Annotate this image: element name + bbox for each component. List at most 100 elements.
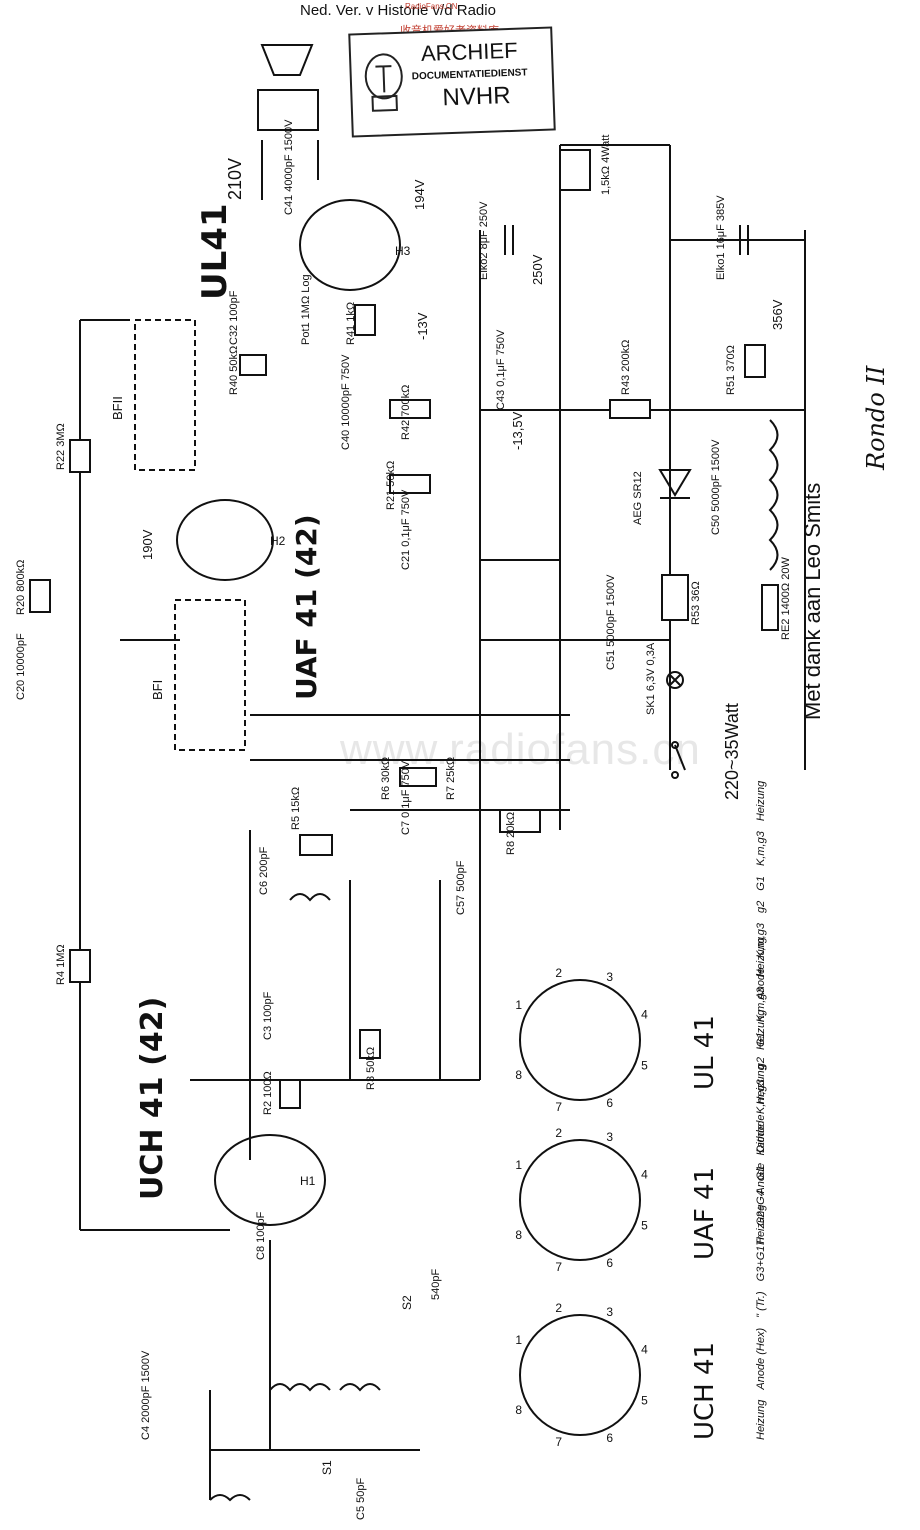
pin-number: 7: [555, 1100, 562, 1114]
resistor-r12: [559, 149, 591, 191]
label-c43: C43 0,1μF 750V: [495, 329, 507, 410]
label-sr: AEG SR12: [632, 471, 644, 525]
label-c40: C40 10000pF 750V: [340, 354, 352, 450]
tube-uch41: [214, 1134, 326, 1226]
resistor-r8: [499, 809, 541, 833]
pin-label: Heizung: [755, 1399, 767, 1440]
label-c6: C6 200pF: [258, 846, 270, 895]
pin-number: 1: [515, 1158, 522, 1172]
label-r51: R51 370Ω: [725, 345, 737, 395]
voltage-190: 190V: [140, 529, 155, 560]
voltage-m13: -13V: [415, 312, 430, 340]
label-r8: R8 20kΩ: [505, 811, 517, 855]
pin-label: G2+G4: [755, 1190, 767, 1227]
archive-stamp: ARCHIEF DOCUMENTATIEDIENST NVHR: [348, 26, 556, 138]
resistor-r40: [239, 354, 267, 376]
pin-number: 2: [555, 1301, 562, 1315]
output-transformer: [257, 89, 319, 131]
label-c4: C4 2000pF 1500V: [140, 1350, 152, 1440]
speaker-cone: [260, 44, 314, 76]
pin-number: 7: [555, 1435, 562, 1449]
label-s2: S2: [400, 1295, 414, 1310]
pin-number: 8: [515, 1228, 522, 1242]
label-lamp: SK1 6,3V 0,3A: [645, 642, 657, 715]
pin-number: 2: [555, 966, 562, 980]
resistor-r41: [354, 304, 376, 336]
pin-label: " (Tr.): [755, 1291, 767, 1318]
pin-number: 3: [606, 1305, 613, 1319]
tube-h2-label: H2: [270, 534, 286, 548]
resistor-r2: [279, 1079, 301, 1109]
label-pinout-ul41: UL 41: [690, 1015, 720, 1090]
label-c41: C41 4000pF 1500V: [283, 119, 295, 215]
pin-label: G3+G1Tr: [755, 1236, 767, 1282]
resistor-r6: [399, 767, 437, 787]
label-r5: R5 15kΩ: [290, 786, 302, 830]
label-uch41: UCH 41 (42): [135, 996, 170, 1200]
resistor-r53: [661, 574, 689, 621]
label-r43: R43 200kΩ: [620, 339, 632, 395]
label-c7: C7 0,1μF 750V: [400, 760, 412, 835]
pin-label: G1: [755, 1165, 767, 1181]
label-bf1: BFI: [150, 679, 165, 700]
label-r41: R41 1kΩ: [345, 301, 357, 345]
radio-tube-logo-icon: [364, 53, 403, 112]
pin-number: 2: [555, 1126, 562, 1140]
rectifier-diode: [658, 469, 692, 497]
label-c8: C8 100pF: [255, 1211, 267, 1260]
pin-number: 3: [606, 1130, 613, 1144]
label-r22: R22 3MΩ: [55, 423, 67, 470]
input-coil: [339, 1383, 381, 1392]
label-pinout-uaf41: UAF 41: [690, 1166, 720, 1260]
resistor-r21: [389, 474, 431, 494]
voltage-m135: -13,5V: [510, 411, 525, 450]
voltage-250: 250V: [530, 254, 545, 285]
power-choke: [768, 419, 779, 571]
label-r2: R2 100Ω: [262, 1071, 274, 1115]
pin-number: 1: [515, 998, 522, 1012]
voltage-194: 194V: [412, 179, 427, 210]
pin-number: 5: [641, 1394, 648, 1408]
label-r21: R21 50kΩ: [385, 460, 397, 510]
label-ul41: UL41: [195, 203, 235, 300]
pin-number: 8: [515, 1403, 522, 1417]
label-r53: R53 36Ω: [690, 581, 702, 625]
pinlist-uch41: HeizungAnode (Hex)" (Tr.)G3+G1TrG2+G4G1K…: [755, 1054, 767, 1440]
header-watermark: RadioFans.CN: [405, 2, 458, 11]
voltage-210: 210V: [225, 157, 245, 200]
bf1-box: [174, 599, 246, 751]
pin-number: 4: [641, 1167, 648, 1181]
tube-uaf41: [176, 499, 274, 581]
label-c21: C21 0,1μF 750V: [400, 489, 412, 570]
label-c5: C5 50pF: [355, 1477, 367, 1520]
label-bf2: BFII: [110, 396, 125, 420]
mains-switch: [674, 744, 686, 771]
resistor-r3: [359, 1029, 381, 1059]
antenna-coil: [269, 1383, 331, 1392]
pin-number: 4: [641, 1007, 648, 1021]
resistor-r22: [69, 439, 91, 473]
label-c20: C20 10000pF: [15, 633, 27, 700]
osc-coil: [289, 893, 331, 902]
pin-number: 6: [606, 1096, 613, 1110]
bf2-box: [134, 319, 196, 471]
pin-number: 4: [641, 1342, 648, 1356]
label-c32: C32 100pF: [228, 290, 240, 345]
label-elko1: Elko1 16μF 385V: [715, 195, 727, 280]
label-uaf41: UAF 41 (42): [290, 514, 323, 700]
label-r20: R20 800kΩ: [15, 559, 27, 615]
model-name: Rondo II: [862, 365, 890, 470]
label-r42: R42 700kΩ: [400, 384, 412, 440]
pin-number: 8: [515, 1068, 522, 1082]
pin-label: Heizung: [755, 937, 767, 978]
pin-number: 5: [641, 1059, 648, 1073]
label-c51: C51 5000pF 1500V: [605, 574, 617, 670]
label-pinout-uch41: UCH 41: [690, 1341, 720, 1440]
label-c57: C57 500pF: [455, 860, 467, 915]
label-r3: R3 50kΩ: [365, 1046, 377, 1090]
pin-number: 7: [555, 1260, 562, 1274]
pin-number: 6: [606, 1256, 613, 1270]
tube-h1-label: H1: [300, 1174, 316, 1188]
site-watermark: www.radiofans.cn: [340, 725, 701, 774]
label-elko2: Elko2 8μF 250V: [478, 201, 490, 281]
